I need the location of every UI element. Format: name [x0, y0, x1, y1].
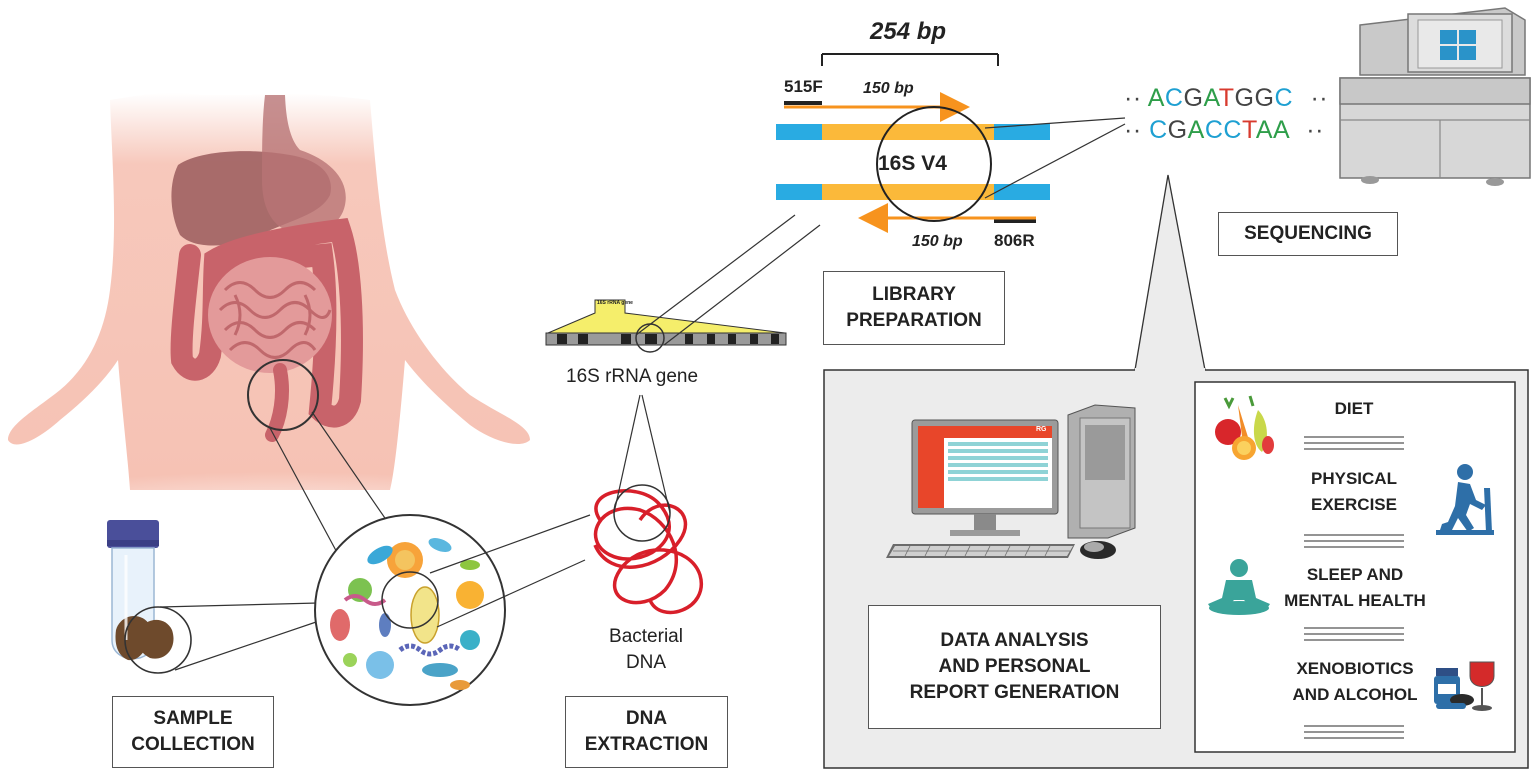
nucleotide-base: A	[1187, 116, 1205, 144]
nucleotide-base: A	[1203, 84, 1219, 112]
nucleotide-base: G	[1167, 116, 1188, 144]
diet-label: DIET	[1334, 399, 1374, 418]
gene-box-label: 16S rRNA gene	[597, 300, 633, 306]
nucleotide-base: T	[1218, 84, 1235, 112]
sequence-line-1: ·· ACGATGGC ··	[1124, 84, 1329, 112]
physical-exercise-label: PHYSICAL EXERCISE	[1311, 469, 1397, 514]
forward-primer-label: 515F	[784, 77, 823, 96]
computer-illustration	[886, 404, 1136, 559]
gene-caption: 16S rRNA gene	[566, 366, 699, 387]
nucleotide-base: C	[1223, 116, 1242, 144]
sequencer-illustration	[1339, 7, 1531, 186]
nucleotide-base: C	[1164, 84, 1184, 112]
data-analysis-label: DATA ANALYSIS AND PERSONAL REPORT GENERA…	[868, 605, 1161, 729]
xenobiotics-alcohol-label: XENOBIOTICS AND ALCOHOL	[1292, 659, 1418, 704]
amplicon-length: 254 bp	[870, 18, 947, 45]
amplicon-illustration	[776, 53, 1050, 233]
sequence-line-2: ·· CGACCTAA ··	[1124, 116, 1324, 144]
forward-read-length: 150 bp	[863, 80, 914, 97]
fruit-vegetables-icon	[1215, 395, 1274, 460]
nucleotide-base: G	[1254, 84, 1275, 112]
sequencing-label: SEQUENCING	[1218, 212, 1398, 256]
reverse-read-length: 150 bp	[912, 233, 963, 250]
nucleotide-base: C	[1204, 116, 1224, 144]
16s-gene-illustration	[545, 299, 787, 353]
library-preparation-label: LIBRARY PREPARATION	[823, 271, 1005, 345]
sleep-mental-health-label: SLEEP AND MENTAL HEALTH	[1284, 565, 1426, 610]
nucleotide-base: A	[1147, 84, 1165, 112]
sequence-bases-2: CGACCTAA	[1149, 116, 1289, 144]
screen-logo: RG	[1036, 426, 1047, 433]
nucleotide-base: A	[1255, 116, 1274, 144]
dna-caption: Bacterial DNA	[609, 626, 683, 673]
sequence-bases-1: ACGATGGC	[1148, 84, 1293, 112]
nucleotide-base: A	[1273, 116, 1289, 144]
bacterial-dna-illustration	[593, 489, 704, 615]
text-lines-decoration	[1304, 436, 1404, 739]
reverse-primer-label: 806R	[994, 231, 1035, 250]
dna-extraction-label: DNA EXTRACTION	[565, 696, 728, 768]
nucleotide-base: T	[1241, 116, 1256, 144]
nucleotide-base: G	[1183, 84, 1204, 112]
human-torso-illustration	[0, 92, 560, 520]
sample-collection-label: SAMPLE COLLECTION	[112, 696, 274, 768]
nucleotide-base: C	[1149, 116, 1168, 144]
running-person-icon	[1436, 464, 1494, 535]
microbiome-illustration	[314, 514, 506, 706]
meditation-icon	[1208, 559, 1270, 615]
medication-alcohol-icon	[1434, 661, 1495, 711]
sample-tube-illustration	[107, 520, 192, 674]
region-label: 16S V4	[878, 152, 947, 175]
nucleotide-base: G	[1234, 84, 1255, 112]
nucleotide-base: C	[1274, 84, 1294, 112]
